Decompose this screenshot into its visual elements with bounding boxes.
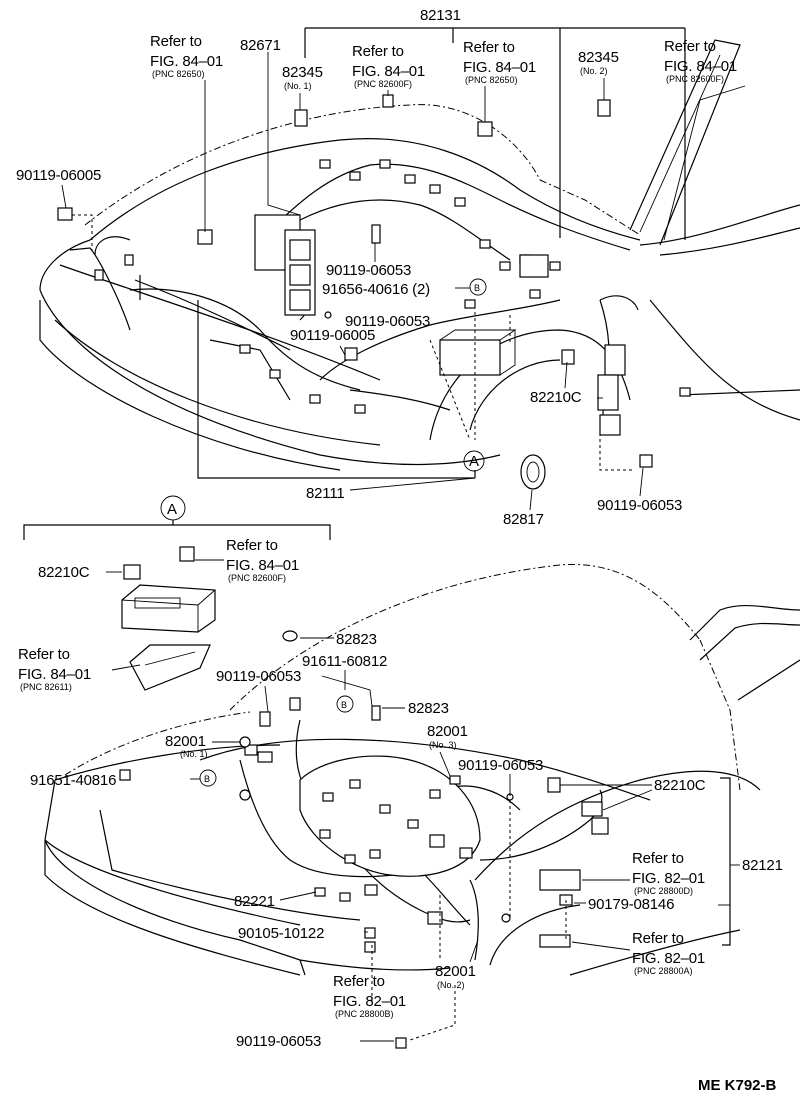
part-90119-06053-bottom-label: 90119-06053 — [236, 1033, 321, 1050]
part-82345-no1-label: 82345 — [282, 64, 323, 81]
ref1-line1: Refer to — [150, 33, 202, 50]
marker-b-lower2-text: B — [204, 774, 210, 784]
marker-b-lower1-text: B — [341, 700, 347, 710]
ref2-line1: Refer to — [352, 43, 404, 60]
ref5-line1: Refer to — [226, 537, 278, 554]
part-82001-no2-label: 82001 — [435, 963, 476, 980]
marker-b-lower1 — [336, 695, 354, 713]
upper-callouts: 82131 82671 Refer to FIG. 84–01 (PNC 826… — [16, 7, 746, 528]
part-91651-40816-label: 91651-40816 — [30, 772, 116, 789]
relay-82210c-inset — [123, 564, 141, 580]
figure-code: ME K792-B — [698, 1077, 777, 1094]
part-90105-10122-label: 90105-10122 — [238, 925, 324, 942]
part-91656-40616-label: 91656-40616 (2) — [322, 281, 430, 298]
part-82823-lower-label: 82823 — [408, 700, 449, 717]
ref2-line2: FIG. 84–01 — [352, 63, 425, 80]
ref4-line3: (PNC 82600F) — [666, 74, 724, 84]
ref1-line3: (PNC 82650) — [152, 69, 205, 79]
part-82823-upper-label: 82823 — [336, 631, 377, 648]
ref9-line1: Refer to — [333, 973, 385, 990]
part-82001-no1-label: 82001 — [165, 733, 206, 750]
marker-a-top — [463, 450, 485, 472]
part-90119-06053-right-label: 90119-06053 — [597, 497, 682, 514]
relay-inset-small — [179, 546, 195, 562]
ref8-line3: (PNC 28800A) — [634, 966, 693, 976]
marker-a-inset-text: A — [167, 501, 177, 518]
marker-a-top-text: A — [469, 453, 479, 470]
ref6-line2: FIG. 84–01 — [18, 666, 91, 683]
part-82001-no3-label: 82001 — [427, 723, 468, 740]
lower-car-drawing — [44, 563, 800, 1049]
ref4-line1: Refer to — [664, 38, 716, 55]
lower-callouts: 82823 91611-60812 B 90119-06053 82823 82… — [30, 631, 783, 1094]
part-82221-label: 82221 — [234, 893, 275, 910]
ref5-line2: FIG. 84–01 — [226, 557, 299, 574]
part-82001-no3-sub: (No. 3) — [429, 740, 457, 750]
part-90119-06005-top-label: 90119-06005 — [16, 167, 101, 184]
engine-block — [299, 755, 481, 877]
part-90119-06053-center-label: 90119-06053 — [458, 757, 543, 774]
ref9-line3: (PNC 28800B) — [335, 1009, 394, 1019]
part-82345-no2-label: 82345 — [578, 49, 619, 66]
ref9-line2: FIG. 82–01 — [333, 993, 406, 1010]
marker-b-lower2 — [199, 769, 217, 787]
ref3-line2: FIG. 84–01 — [463, 59, 536, 76]
part-90119-06053-lower-label: 90119-06053 — [216, 668, 301, 685]
ref6-line1: Refer to — [18, 646, 70, 663]
part-90119-06053-low-label: 90119-06053 — [345, 313, 430, 330]
part-90179-08146-label: 90179-08146 — [588, 896, 674, 913]
ref8-line1: Refer to — [632, 930, 684, 947]
part-82131-label: 82131 — [420, 7, 461, 24]
part-82345-no2-sub: (No. 2) — [580, 66, 608, 76]
ref6-line3: (PNC 82611) — [20, 682, 72, 692]
part-82817-label: 82817 — [503, 511, 544, 528]
ref8-line2: FIG. 82–01 — [632, 950, 705, 967]
ref7-line1: Refer to — [632, 850, 684, 867]
ref4-line2: FIG. 84–01 — [664, 58, 737, 75]
marker-b-top-text: B — [474, 283, 480, 293]
part-82210c-lower-label: 82210C — [654, 777, 706, 794]
fuse-box-inset — [121, 584, 216, 633]
ref5-line3: (PNC 82600F) — [228, 573, 286, 583]
part-82671-label: 82671 — [240, 37, 281, 54]
part-82121-label: 82121 — [742, 857, 783, 874]
ref7-line3: (PNC 28800D) — [634, 886, 693, 896]
part-90119-06053-mid-label: 90119-06053 — [326, 262, 411, 279]
part-91611-60812-label: 91611-60812 — [302, 653, 387, 670]
part-82001-no2-sub: (No. 2) — [437, 980, 465, 990]
ref7-line2: FIG. 82–01 — [632, 870, 705, 887]
ref1-line2: FIG. 84–01 — [150, 53, 223, 70]
marker-b-top — [469, 278, 487, 296]
ref3-line3: (PNC 82650) — [465, 75, 518, 85]
part-82111-label: 82111 — [306, 485, 345, 502]
part-82001-no1-sub: (No. 1) — [180, 749, 208, 759]
ref3-line1: Refer to — [463, 39, 515, 56]
part-90119-06005-mid-label: 90119-06005 — [290, 327, 375, 344]
part-82210c-inset-label: 82210C — [38, 564, 90, 581]
inset-a: A 82210C Refer to FIG. 84–01 (PNC 82600F… — [18, 495, 331, 692]
part-82210c-upper-label: 82210C — [530, 389, 582, 406]
part-82345-no1-sub: (No. 1) — [284, 81, 312, 91]
fuse-box-cover-inset — [129, 644, 211, 691]
ref2-line3: (PNC 82600F) — [354, 79, 412, 89]
upper-car-drawing — [39, 39, 800, 490]
